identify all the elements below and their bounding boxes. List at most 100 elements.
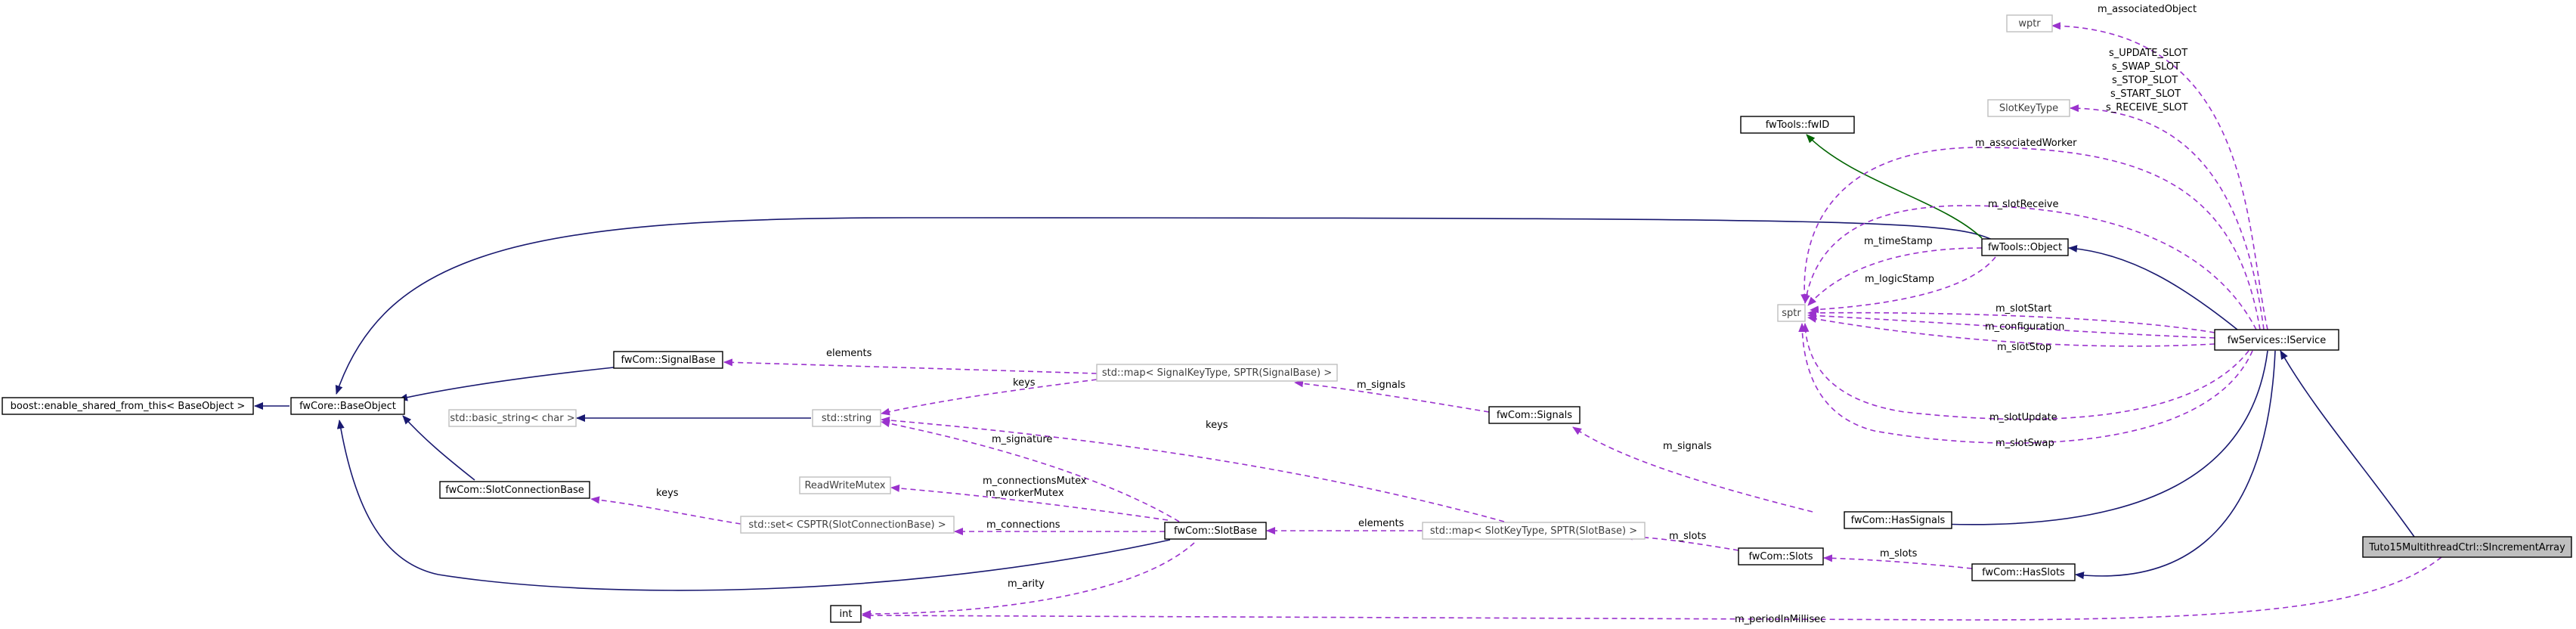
edge-inherit-slotbase-baseobject (336, 420, 1171, 591)
edge-usage-slotbase-rwmutex: m_connectionsMutex m_workerMutex (890, 476, 1169, 521)
label-s-receive-slot: s_RECEIVE_SLOT (2106, 102, 2188, 113)
label-m-slotstart: m_slotStart (1995, 303, 2051, 314)
label-m-slotupdate: m_slotUpdate (1989, 412, 2057, 423)
svg-text:Tuto15MultithreadCtrl::SIncrem: Tuto15MultithreadCtrl::SIncrementArray (2368, 542, 2565, 553)
node-tuto15-sincrementarray[interactable]: Tuto15MultithreadCtrl::SIncrementArray (2362, 536, 2572, 558)
edge-usage-iservice-slotkeytype: s_UPDATE_SLOT s_SWAP_SLOT s_STOP_SLOT s_… (2070, 48, 2265, 330)
label-keys-slot: keys (1206, 420, 1228, 431)
edge-inherit-fwobject-fwid (1806, 134, 1983, 239)
label-m-workermutex: m_workerMutex (986, 488, 1064, 499)
label-m-associatedobject: m_associatedObject (2098, 4, 2197, 15)
svg-text:fwCom::HasSlots: fwCom::HasSlots (1982, 567, 2065, 578)
label-m-periodinmillisec: m_periodInMillisec (1735, 614, 1825, 625)
edge-usage-slotbase-stdstring: m_signature (881, 420, 1180, 522)
edge-usage-iservice-sptr-associatedworker: m_associatedWorker (1800, 138, 2261, 330)
svg-text:fwCom::Slots: fwCom::Slots (1748, 551, 1813, 562)
edge-usage-slotbase-stdset: m_connections (954, 519, 1165, 535)
label-m-slots-map: m_slots (1669, 531, 1707, 542)
edge-usage-slotmap-stdstring: keys (881, 416, 1505, 522)
label-s-update-slot: s_UPDATE_SLOT (2109, 48, 2187, 59)
label-s-swap-slot: s_SWAP_SLOT (2112, 61, 2180, 73)
edge-usage-hassignals-signals: m_signals (1572, 426, 1813, 513)
node-wptr[interactable]: wptr (2006, 14, 2053, 33)
node-std-set-slotconnectionbase[interactable]: std::set< CSPTR(SlotConnectionBase) > (740, 516, 955, 534)
node-int[interactable]: int (830, 605, 862, 623)
node-slotkeytype[interactable]: SlotKeyType (1987, 99, 2070, 117)
node-fwtools-object[interactable]: fwTools::Object (1981, 238, 2069, 256)
node-std-string[interactable]: std::string (812, 409, 881, 427)
label-m-slotstop: m_slotStop (1997, 342, 2051, 353)
svg-text:fwTools::fwID: fwTools::fwID (1766, 119, 1830, 131)
label-m-signals-has: m_signals (1663, 441, 1712, 452)
edge-usage-fwobject-sptr-logicstamp: m_logicStamp (1810, 256, 1996, 314)
node-fwcom-signals[interactable]: fwCom::Signals (1488, 406, 1581, 424)
label-keys-set: keys (656, 488, 679, 499)
edge-usage-iservice-wptr: m_associatedObject (2051, 4, 2268, 330)
svg-text:std::string: std::string (822, 413, 872, 424)
svg-text:fwCom::HasSignals: fwCom::HasSignals (1851, 515, 1946, 526)
edge-inherit-iservice-hasslots (2075, 350, 2276, 580)
svg-text:fwServices::IService: fwServices::IService (2228, 335, 2326, 346)
node-fwservices-iservice[interactable]: fwServices::IService (2214, 329, 2339, 351)
edge-inherit-iservice-hassignals (1920, 350, 2268, 528)
edge-usage-sigmap-stdstring: keys (881, 377, 1098, 416)
edge-inherit-fwobject-baseobject (335, 217, 1995, 395)
svg-text:sptr: sptr (1782, 308, 1801, 319)
label-keys-sig: keys (1013, 377, 1036, 389)
svg-text:std::map< SlotKeyType, SPTR(Sl: std::map< SlotKeyType, SPTR(SlotBase) > (1430, 525, 1637, 537)
edge-usage-iservice-sptr-slotstop: m_slotStop (1807, 314, 2215, 353)
edge-usage-iservice-sptr-configuration: m_configuration (1807, 311, 2215, 339)
edge-inherit-iservice-fwobject (2068, 244, 2238, 330)
edge-usage-fwobject-sptr-timestamp: m_timeStamp (1807, 236, 1983, 306)
label-m-associatedworker: m_associatedWorker (1975, 138, 2077, 149)
svg-text:fwCom::SignalBase: fwCom::SignalBase (621, 355, 715, 366)
edge-usage-slotmap-slotbase: elements (1266, 518, 1423, 534)
svg-text:int: int (840, 609, 853, 620)
svg-text:fwCom::SlotConnectionBase: fwCom::SlotConnectionBase (445, 485, 584, 496)
svg-text:wptr: wptr (2018, 18, 2041, 29)
node-std-map-slotkeytype[interactable]: std::map< SlotKeyType, SPTR(SlotBase) > (1422, 522, 1646, 540)
label-m-connectionsmutex: m_connectionsMutex (983, 476, 1087, 487)
label-m-slots-has: m_slots (1880, 548, 1918, 559)
edge-usage-iservice-sptr-slotreceive: m_slotReceive (1802, 199, 2257, 330)
node-fwcom-slotconnectionbase[interactable]: fwCom::SlotConnectionBase (439, 481, 590, 499)
label-m-arity: m_arity (1008, 578, 1045, 590)
edge-usage-sigmap-signalbase: elements (723, 348, 1098, 374)
label-elements-sig: elements (826, 348, 872, 359)
edge-inherit-tuto-iservice (2280, 350, 2415, 538)
svg-text:fwCom::SlotBase: fwCom::SlotBase (1174, 525, 1257, 537)
node-fwcore-baseobject[interactable]: fwCore::BaseObject (290, 397, 405, 415)
label-m-logicstamp: m_logicStamp (1865, 274, 1934, 285)
node-fwtools-fwid[interactable]: fwTools::fwID (1740, 116, 1855, 134)
node-readwritemutex[interactable]: ReadWriteMutex (799, 476, 891, 494)
svg-text:fwTools::Object: fwTools::Object (1988, 242, 2062, 253)
edge-usage-hasslots-slots: m_slots (1823, 548, 1973, 569)
node-sptr[interactable]: sptr (1777, 304, 1806, 322)
node-std-basic-string[interactable]: std::basic_string< char > (448, 409, 577, 427)
svg-text:std::set< CSPTR(SlotConnection: std::set< CSPTR(SlotConnectionBase) > (748, 519, 946, 531)
node-fwcom-slotbase[interactable]: fwCom::SlotBase (1164, 522, 1267, 540)
label-m-connections: m_connections (986, 519, 1060, 531)
label-elements-slot: elements (1358, 518, 1404, 529)
svg-text:fwCom::Signals: fwCom::Signals (1497, 410, 1572, 421)
label-m-slotreceive: m_slotReceive (1988, 199, 2059, 210)
svg-text:ReadWriteMutex: ReadWriteMutex (804, 480, 885, 491)
svg-text:fwCore::BaseObject: fwCore::BaseObject (299, 401, 396, 412)
label-m-configuration: m_configuration (1985, 321, 2064, 333)
node-fwcom-signalbase[interactable]: fwCom::SignalBase (613, 351, 723, 369)
svg-text:SlotKeyType: SlotKeyType (1999, 103, 2058, 114)
svg-text:boost::enable_shared_from_this: boost::enable_shared_from_this< BaseObje… (11, 401, 246, 412)
node-fwcom-hasslots[interactable]: fwCom::HasSlots (1971, 563, 2076, 581)
node-boost-enable-shared-from-this[interactable]: boost::enable_shared_from_this< BaseObje… (2, 397, 254, 415)
edge-usage-iservice-sptr-slotswap: m_slotSwap (1798, 323, 2253, 449)
edge-usage-slotbase-int: m_arity (862, 542, 1195, 618)
edge-usage-stdset-slotconnbase: keys (590, 488, 742, 525)
edge-usage-signals-sigmap: m_signals (1294, 380, 1490, 413)
edge-usage-tuto-int: m_periodInMillisec (862, 556, 2442, 625)
label-s-start-slot: s_START_SLOT (2110, 88, 2181, 100)
node-std-map-signalkeytype[interactable]: std::map< SignalKeyType, SPTR(SignalBase… (1096, 364, 1338, 382)
edge-inherit-slotconnbase-baseobject (402, 415, 475, 481)
node-fwcom-hassignals[interactable]: fwCom::HasSignals (1844, 511, 1952, 529)
svg-text:std::basic_string< char >: std::basic_string< char > (450, 413, 574, 424)
node-fwcom-slots[interactable]: fwCom::Slots (1738, 547, 1824, 565)
